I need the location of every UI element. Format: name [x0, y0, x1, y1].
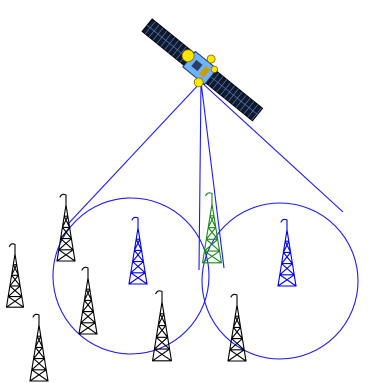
radio-tower-icon — [79, 267, 97, 334]
radio-tower-icon — [129, 217, 147, 284]
ground-stations — [6, 193, 296, 381]
satellite-icon — [137, 11, 269, 127]
radio-tower-icon — [278, 219, 296, 286]
satellite-beams — [53, 82, 358, 359]
radio-tower-icon — [30, 314, 48, 381]
left-beam-edges — [68, 82, 201, 270]
radio-tower-icon — [228, 294, 246, 361]
radio-tower-icon — [153, 291, 172, 361]
right-beam-edges — [201, 82, 343, 268]
left-spot-beam-coverage — [53, 198, 209, 354]
radio-tower-icon — [57, 194, 75, 261]
right-spot-beam-coverage — [202, 203, 358, 359]
radio-tower-icon — [6, 244, 23, 307]
